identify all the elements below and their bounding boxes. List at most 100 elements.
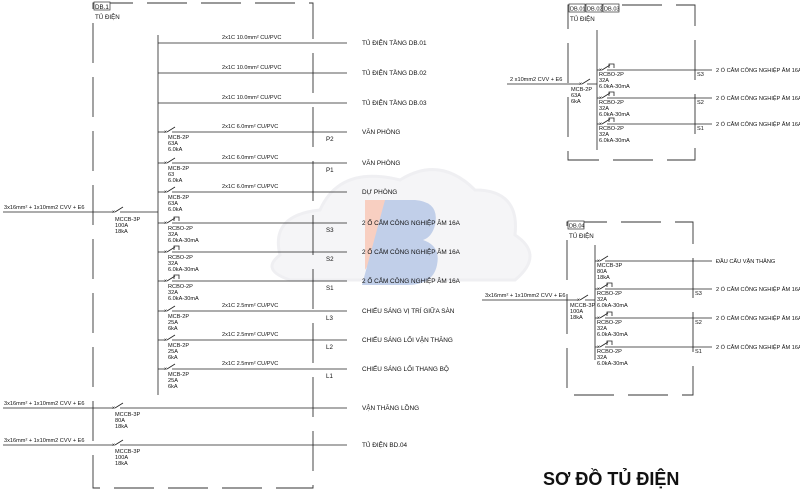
panel-tag: DB.01	[570, 7, 586, 13]
svg-text:×: ×	[164, 338, 167, 344]
circuit-breaker-icon: ×	[112, 439, 124, 449]
feeder-destination: 2 Ổ CẮM CÔNG NGHIỆP ÂM 16A	[716, 66, 800, 74]
breaker-rating: RCBO-2P	[599, 72, 624, 78]
breaker-rating: 32A	[168, 261, 178, 267]
breaker-rating: 32A	[599, 132, 609, 138]
panel-name: TỦ ĐIỆN	[95, 13, 120, 21]
breaker-rating: 25A	[168, 320, 178, 326]
breaker-rating: MCB-2P	[168, 343, 189, 349]
svg-text:×: ×	[164, 367, 167, 373]
breaker-rating: RCBO-2P	[168, 284, 193, 290]
svg-text:×: ×	[112, 443, 115, 449]
rcbo-breaker-icon: ×	[164, 274, 180, 285]
breaker-rating: 18kA	[597, 275, 610, 281]
feeder-destination: TỦ ĐIỆN TẦNG DB.01	[362, 37, 427, 47]
feeder-destination: 2 Ổ CẮM CÔNG NGHIỆP ÂM 16A	[362, 247, 461, 256]
svg-text:×: ×	[164, 130, 167, 136]
breaker-rating: 25A	[168, 349, 178, 355]
circuit-id: S1	[697, 126, 704, 132]
breaker-rating: 6.0kA	[168, 178, 183, 184]
panel-name: TỦ ĐIỆN	[570, 15, 595, 23]
breaker-rating: MCB-2P	[168, 372, 189, 378]
cable-spec: 2x1C 2.5mm² CU/PVC	[222, 332, 278, 338]
breaker-rating: 80A	[115, 418, 125, 424]
breaker-rating: RCBO-2P	[597, 320, 622, 326]
cable-spec: 2x1C 6.0mm² CU/PVC	[222, 124, 278, 130]
circuit-breaker-icon: ×	[164, 126, 176, 136]
breaker-rating: 32A	[168, 232, 178, 238]
panel-tag: DB.04	[569, 224, 585, 230]
panel-tag-box	[568, 3, 586, 13]
feeder-destination: CHIẾU SÁNG LỐI VẬN THĂNG	[362, 334, 453, 344]
breaker-rating: 100A	[115, 223, 128, 229]
breaker-rating: 6.0kA	[168, 207, 183, 213]
breaker-rating: 32A	[599, 78, 609, 84]
breaker-rating: 63	[168, 172, 174, 178]
cable-spec: 2x1C 10.0mm² CU/PVC	[222, 95, 281, 101]
svg-text:×: ×	[579, 82, 582, 88]
svg-text:×: ×	[597, 287, 600, 293]
circuit-id: L3	[326, 315, 333, 322]
circuit-breaker-icon: ×	[164, 157, 176, 167]
circuit-id: S2	[695, 320, 702, 326]
circuit-id: L1	[326, 373, 333, 380]
svg-text:×: ×	[599, 96, 602, 102]
feeder-destination: TỦ ĐIỆN TẦNG DB.02	[362, 67, 427, 77]
circuit-id: S1	[326, 285, 334, 292]
breaker-rating: 63A	[571, 93, 581, 99]
panel-tag: DB.1	[95, 4, 109, 11]
svg-text:×: ×	[164, 250, 167, 256]
breaker-rating: 6.0kA	[168, 147, 183, 153]
cable-spec: 2x1C 10.0mm² CU/PVC	[222, 35, 281, 41]
panel-tag: DB.02	[587, 7, 603, 13]
breaker-rating: 25A	[168, 378, 178, 384]
svg-text:×: ×	[112, 210, 115, 216]
feeder-destination: 2 Ổ CẮM CÔNG NGHIỆP ÂM 16A	[716, 343, 800, 351]
drawing-title: SƠ ĐỒ TỦ ĐIỆN	[543, 468, 679, 489]
svg-text:×: ×	[597, 345, 600, 351]
breaker-rating: 32A	[168, 290, 178, 296]
breaker-rating: 6.0kA-30mA	[597, 332, 628, 338]
panel-tag: DB.03	[604, 7, 620, 13]
breaker-rating: 6.0kA-30mA	[599, 112, 630, 118]
breaker-rating: 6kA	[168, 355, 178, 361]
breaker-rating: 100A	[570, 309, 583, 315]
breaker-rating: RCBO-2P	[599, 100, 624, 106]
breaker-rating: MCB-2P	[168, 135, 189, 141]
svg-text:×: ×	[577, 298, 580, 304]
svg-text:×: ×	[164, 161, 167, 167]
watermark-logo-icon	[270, 168, 532, 285]
svg-text:×: ×	[599, 68, 602, 74]
rcbo-breaker-icon: ×	[597, 282, 613, 293]
feeder-destination: 2 Ổ CẮM CÔNG NGHIỆP ÂM 16A	[716, 94, 800, 102]
breaker-rating: 18kA	[115, 229, 128, 235]
breaker-rating: 6.0kA-30mA	[597, 303, 628, 309]
circuit-id: S3	[326, 227, 334, 234]
feeder-destination: TỦ ĐIỆN BD.04	[362, 440, 408, 449]
feeder-destination: VẬN THĂNG LỒNG	[362, 402, 419, 412]
circuit-breaker-icon: ×	[577, 294, 589, 304]
feeder-destination: 2 Ổ CẮM CÔNG NGHIỆP ÂM 16A	[362, 218, 461, 227]
breaker-rating: 63A	[168, 141, 178, 147]
circuit-id: S2	[697, 100, 704, 106]
circuit-breaker-icon: ×	[164, 305, 176, 315]
svg-text:×: ×	[164, 309, 167, 315]
breaker-rating: MCCB-3P	[115, 449, 140, 455]
breaker-rating: RCBO-2P	[597, 291, 622, 297]
circuit-id: L2	[326, 344, 333, 351]
panel-tag-box	[567, 220, 585, 230]
feeder-destination: 2 Ổ CẮM CÔNG NGHIỆP ÂM 16A	[716, 120, 800, 128]
feeder-destination: VĂN PHÒNG	[362, 158, 400, 167]
